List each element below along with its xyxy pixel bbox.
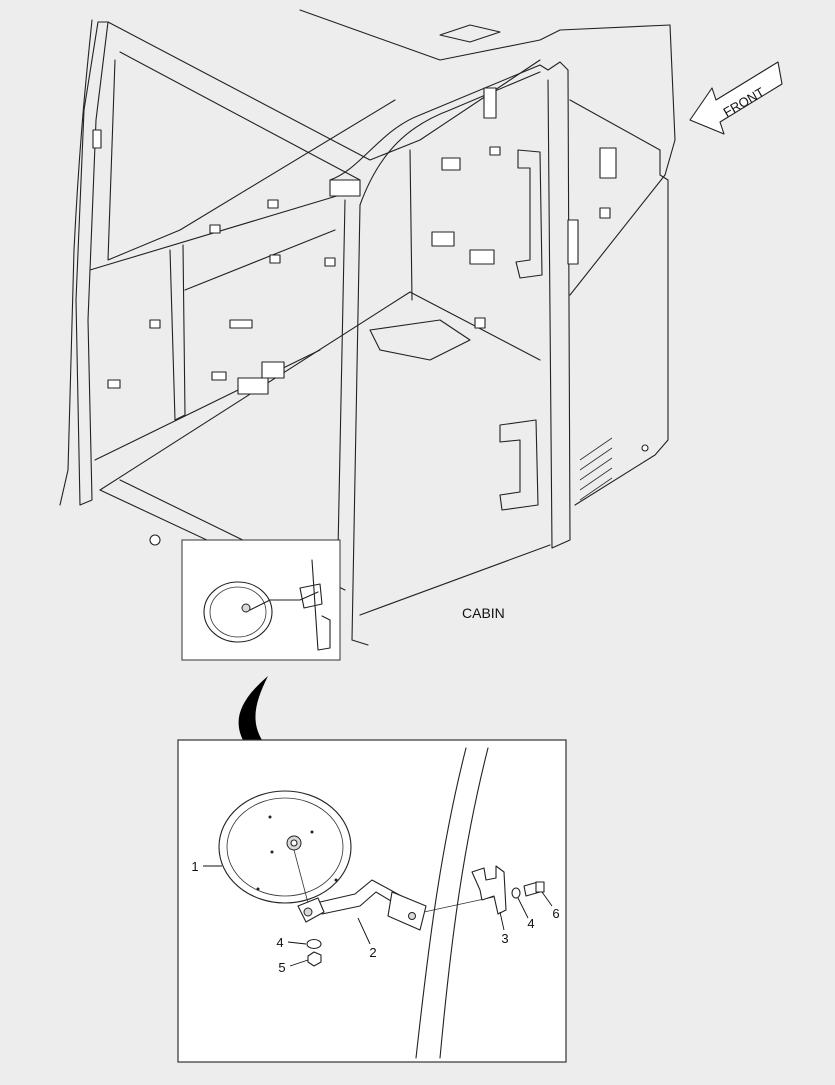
callout-4-right: 4 <box>527 916 534 931</box>
roof-rear-rail <box>299 9 671 61</box>
mirror-location-box <box>181 539 341 661</box>
detail-pointer-arrow <box>238 676 268 742</box>
left-front-pillar <box>75 21 109 506</box>
left-outer-edge <box>59 19 93 506</box>
pillar-edge-outer <box>415 747 467 1059</box>
door-frame <box>329 61 571 549</box>
leader-lines <box>203 865 553 967</box>
mounting-bracket <box>471 865 507 915</box>
floor-seat-plate <box>369 319 471 361</box>
mirror-stay-small <box>249 591 319 611</box>
callout-4-left: 4 <box>276 935 283 950</box>
lower-grab-handle <box>499 419 539 511</box>
rear-wall-left-edge <box>409 149 413 301</box>
nut <box>307 951 322 967</box>
callout-6: 6 <box>552 906 559 921</box>
upper-grab-handle <box>515 149 543 279</box>
detail-frame <box>177 739 567 1063</box>
floor-right-edge <box>359 544 551 616</box>
mirror-stay <box>297 879 427 931</box>
right-panel-diagonal <box>569 174 666 296</box>
back-wall-post <box>169 244 186 421</box>
cabin-frame <box>59 9 676 651</box>
detail-panel: 1 2 3 4 4 5 6 <box>177 739 567 1063</box>
mirror <box>218 790 352 904</box>
washer-left <box>306 938 322 950</box>
door-inner-arch <box>359 71 541 206</box>
front-direction-arrow: FRONT <box>689 61 783 135</box>
mounting-brackets <box>92 87 649 546</box>
callout-3: 3 <box>501 931 508 946</box>
cabin-label: CABIN <box>462 605 505 621</box>
floor-rear-edge <box>99 291 541 491</box>
pillar-edge-inner <box>439 747 489 1059</box>
callout-2: 2 <box>369 945 376 960</box>
roof-front-rail <box>107 21 541 161</box>
callout-1: 1 <box>191 859 198 874</box>
back-wall-rail-2 <box>184 229 336 291</box>
side-vent-louvers <box>579 437 613 501</box>
back-wall-lower-rail <box>94 349 321 461</box>
washer-right <box>511 887 521 899</box>
right-side-panel <box>569 99 669 506</box>
roof-vent <box>439 24 501 43</box>
left-window-frame <box>107 59 396 261</box>
callout-5: 5 <box>278 960 285 975</box>
door-left-edge <box>351 204 369 646</box>
roof-inner-rail <box>119 51 361 181</box>
right-rear-pillar <box>664 24 676 176</box>
bolt <box>523 881 545 897</box>
